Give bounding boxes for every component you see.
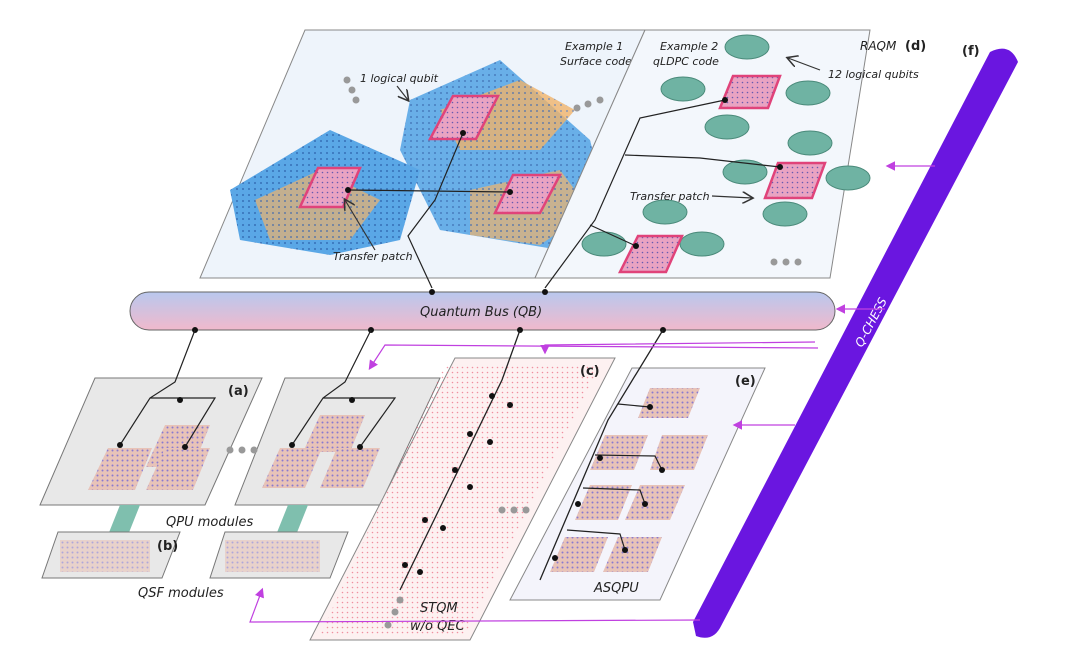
stqm-plane: (c) STQM w/o QEC	[309, 329, 616, 641]
tag-c: (c)	[580, 364, 600, 379]
control-arrows	[249, 161, 935, 623]
quantum-bus: Quantum Bus (QB)	[129, 289, 836, 333]
asqpu-plane: (e) ASQPU	[509, 329, 766, 601]
raqm-label: RAQM	[860, 39, 897, 53]
surface-code-plane: Example 1 Surface code 1 logical qubit T…	[199, 29, 646, 289]
transfer-patch	[763, 161, 827, 200]
qpu-modules-label: QPU modules	[166, 515, 253, 530]
raqm-plane: Example 2 qLDPC code RAQM (d) 12 logical…	[534, 29, 926, 289]
example1-label-line2: Surface code	[560, 55, 632, 68]
stqm-label-line2: w/o QEC	[410, 619, 466, 634]
tag-a: (a)	[228, 384, 249, 399]
transfer-patch-label-left: Transfer patch	[333, 250, 413, 263]
quantum-bus-label: Quantum Bus (QB)	[420, 305, 542, 320]
tag-d: (d)	[905, 39, 926, 54]
transfer-patch	[427, 94, 501, 141]
example2-label-line1: Example 2	[660, 40, 718, 53]
qsf-modules-label: QSF modules	[138, 586, 224, 601]
twelve-logical-qubits-label: 12 logical qubits	[828, 68, 919, 81]
qpu-module: (a)	[39, 329, 263, 506]
logical-qubit-label: 1 logical qubit	[360, 72, 439, 85]
tag-e: (e)	[735, 374, 756, 389]
tag-b: (b)	[157, 539, 178, 554]
example1-label-line1: Example 1	[565, 40, 623, 53]
example2-label-line2: qLDPC code	[653, 55, 719, 68]
transfer-patch	[493, 173, 563, 215]
tag-f: (f)	[962, 44, 980, 59]
stqm-label-line1: STQM	[420, 601, 458, 616]
transfer-patch	[298, 166, 362, 209]
transfer-patch-label-right: Transfer patch	[630, 190, 710, 203]
qsf-modules: (b) QSF modules	[41, 531, 349, 601]
qldpc-code-blocks	[581, 34, 871, 257]
asqpu-label: ASQPU	[593, 581, 639, 596]
